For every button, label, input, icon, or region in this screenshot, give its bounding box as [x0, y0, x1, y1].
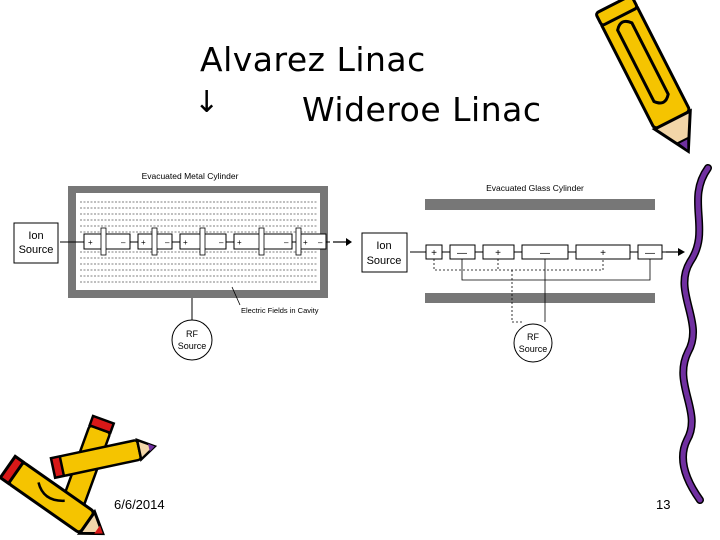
wideroe-header-label: Evacuated Glass Cylinder — [486, 183, 584, 193]
tube-sign: + — [495, 248, 501, 259]
wideroe-rf-source — [513, 323, 553, 363]
wideroe-ion-source-label: Ion — [376, 240, 391, 252]
pencil-icon — [595, 0, 692, 154]
rf-wiring — [433, 259, 651, 323]
alvarez-rf-label: RF — [186, 329, 198, 339]
tube-sign: + — [431, 248, 437, 259]
alvarez-ion-source-box — [13, 222, 59, 264]
tube-sign: – — [318, 238, 323, 247]
title-wideroe: Wideroe Linac — [302, 90, 542, 129]
tube-sign: — — [457, 248, 467, 259]
tube-sign: + — [183, 238, 188, 247]
alvarez-exit-arrow — [346, 238, 352, 246]
tube-sign: + — [600, 248, 606, 259]
tube-sign: — — [540, 248, 550, 259]
wideroe-rf-label: Source — [519, 344, 548, 354]
alvarez-drift-tubes — [83, 227, 327, 256]
fields-leader-line — [231, 286, 241, 306]
title-alvarez: Alvarez Linac — [200, 40, 426, 79]
tube-sign: + — [303, 238, 308, 247]
tube-sign: + — [237, 238, 242, 247]
tube-sign: – — [219, 238, 224, 247]
tube-stem — [258, 227, 265, 256]
wideroe-tube-signs: + — + — + — — [431, 248, 655, 259]
wideroe-ion-source-box — [361, 232, 408, 273]
drift-tube — [449, 244, 476, 260]
alvarez-diagram: Evacuated Metal Cylinder — [13, 171, 352, 361]
tube-stem — [199, 227, 206, 256]
drift-tube — [83, 233, 131, 250]
down-arrow-mark: ↓ — [194, 85, 220, 120]
drift-tube — [575, 244, 631, 260]
crayon-squiggle-icon — [679, 164, 712, 504]
electric-field-lines — [80, 201, 318, 283]
tube-sign: – — [121, 238, 126, 247]
alvarez-tube-signs: + – + – + – + – + – — [88, 238, 323, 247]
alvarez-ion-source-label: Ion — [28, 230, 43, 242]
glass-cylinder-bottom — [425, 293, 655, 303]
alvarez-rf-label: Source — [178, 341, 207, 351]
wideroe-exit-arrow — [678, 248, 685, 256]
wideroe-diagram: Evacuated Glass Cylinder + — + — + — — [361, 183, 685, 363]
tube-sign: – — [284, 238, 289, 247]
wideroe-rf-label: RF — [527, 332, 539, 342]
wideroe-ion-source-label: Source — [367, 255, 402, 267]
tube-sign: + — [141, 238, 146, 247]
glass-cylinder-top — [425, 199, 655, 210]
electric-fields-label: Electric Fields in Cavity — [241, 306, 319, 315]
tube-stem — [151, 227, 158, 256]
drift-tube — [482, 244, 515, 260]
tube-sign: + — [88, 238, 93, 247]
tube-stem — [100, 227, 107, 256]
alvarez-ion-source-label: Source — [19, 244, 54, 256]
tube-sign: — — [645, 248, 655, 259]
tube-sign: – — [165, 238, 170, 247]
tube-stem — [295, 227, 302, 256]
alvarez-header-label: Evacuated Metal Cylinder — [142, 171, 239, 181]
pencils-icon — [0, 414, 158, 536]
wideroe-drift-tubes — [425, 244, 663, 260]
alvarez-rf-source — [171, 319, 213, 361]
footer-page-number: 13 — [656, 497, 671, 512]
footer-date: 6/6/2014 — [114, 497, 165, 512]
